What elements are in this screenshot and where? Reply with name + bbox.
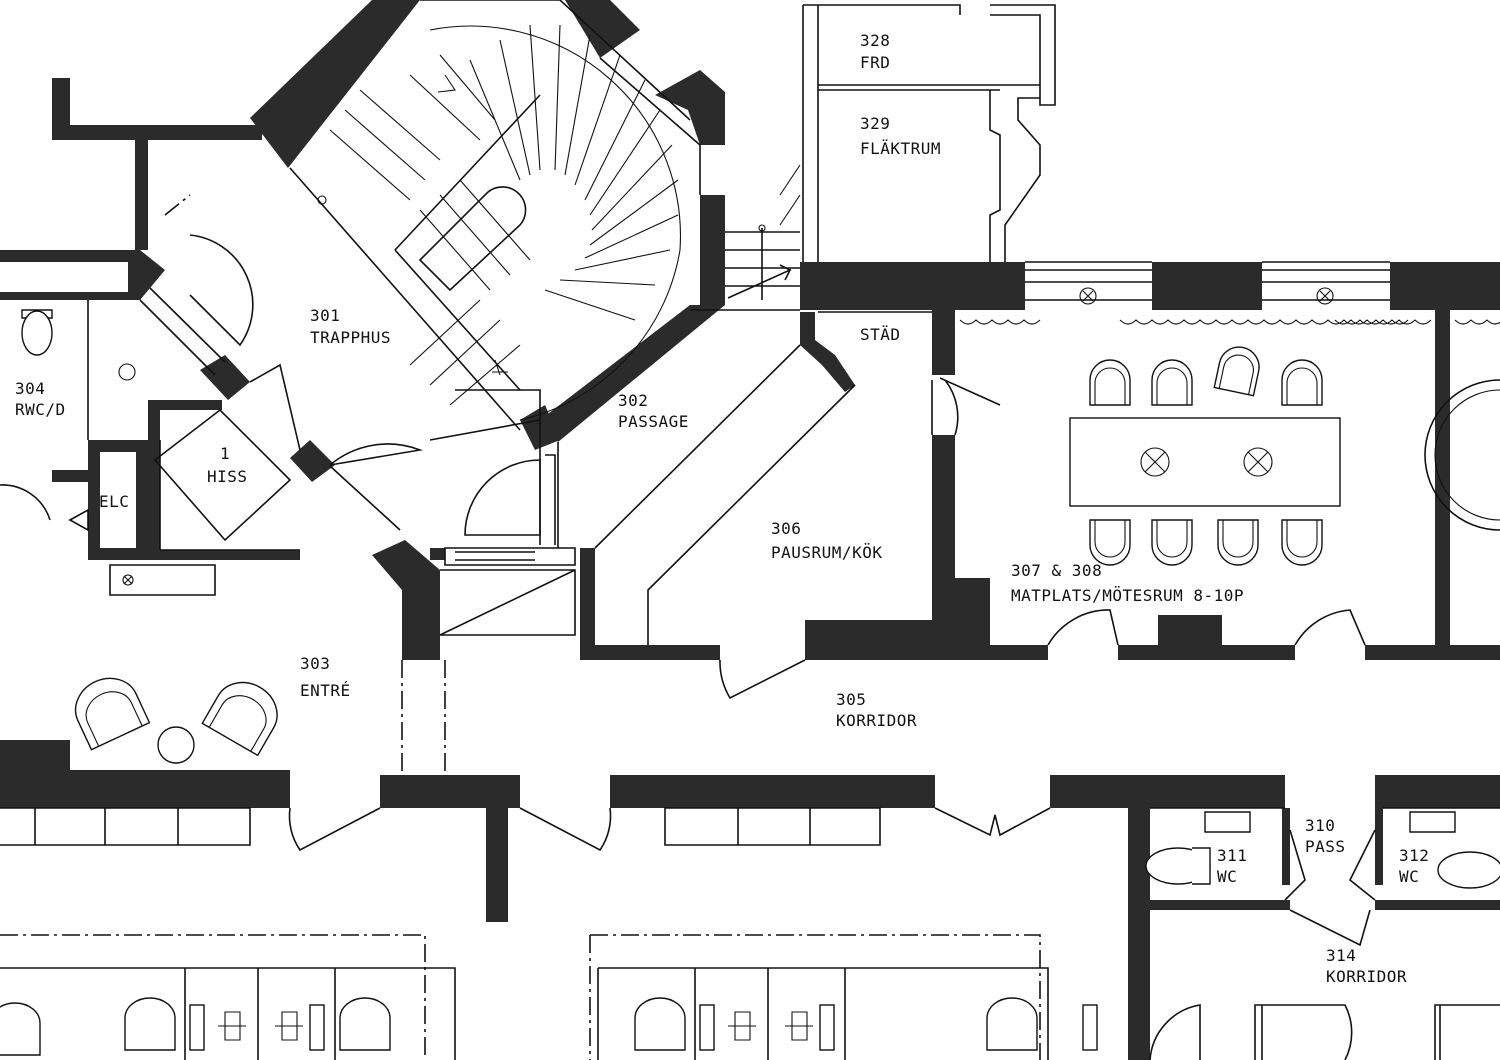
ceiling-light-icon [1079, 287, 1097, 305]
room-314-name: KORRIDOR [1326, 967, 1408, 986]
room-elc-name: ELC [99, 492, 130, 511]
meeting-chairs [1089, 346, 1323, 566]
room-hiss-number: 1 [220, 444, 231, 463]
side-table [157, 726, 195, 764]
ceiling-light-icon [1243, 447, 1273, 477]
room-301-number: 301 [310, 306, 341, 325]
room-302-name: PASSAGE [618, 412, 689, 431]
armchair [74, 677, 151, 751]
chair [1281, 359, 1323, 406]
room-314-number: 314 [1326, 946, 1357, 965]
room-329-name: FLÄKTRUM [860, 139, 942, 158]
ceiling-light-icon [1316, 287, 1334, 305]
room-302-number: 302 [618, 391, 649, 410]
room-306-name: PAUSRUM/KÖK [771, 543, 883, 562]
room-303-name: ENTRÉ [300, 681, 351, 700]
room-303-number: 303 [300, 654, 331, 673]
room-hiss-name: HISS [207, 467, 248, 486]
room-310-number: 310 [1305, 816, 1336, 835]
chair [1217, 519, 1259, 566]
room-304-number: 304 [15, 379, 46, 398]
light-fixtures [1079, 287, 1334, 477]
room-310-name: PASS [1305, 837, 1346, 856]
room-328-name: FRD [860, 53, 891, 72]
room-stad-name: STÄD [860, 325, 901, 344]
office-furniture [0, 997, 1098, 1056]
armchair [201, 681, 278, 757]
room-312-number: 312 [1399, 846, 1430, 865]
room-328-number: 328 [860, 31, 891, 50]
chair [1089, 359, 1131, 406]
room-305-name: KORRIDOR [836, 711, 918, 730]
chair [1089, 519, 1131, 566]
room-305-number: 305 [836, 690, 867, 709]
chair [1213, 346, 1260, 397]
room-306-number: 306 [771, 519, 802, 538]
room-329-number: 329 [860, 114, 891, 133]
room-304-name: RWC/D [15, 400, 66, 419]
room-311-number: 311 [1217, 846, 1248, 865]
lounge-furniture [74, 677, 278, 764]
room-312-name: WC [1399, 867, 1420, 886]
room-307-308-number: 307 & 308 [1011, 561, 1103, 580]
ceiling-light-icon [1140, 447, 1170, 477]
room-307-308-name: MATPLATS/MÖTESRUM 8-10P [1011, 586, 1245, 605]
chair [1281, 519, 1323, 566]
chair [1151, 359, 1193, 406]
chair [1151, 519, 1193, 566]
room-311-name: WC [1217, 867, 1238, 886]
room-301-name: TRAPPHUS [310, 328, 392, 347]
